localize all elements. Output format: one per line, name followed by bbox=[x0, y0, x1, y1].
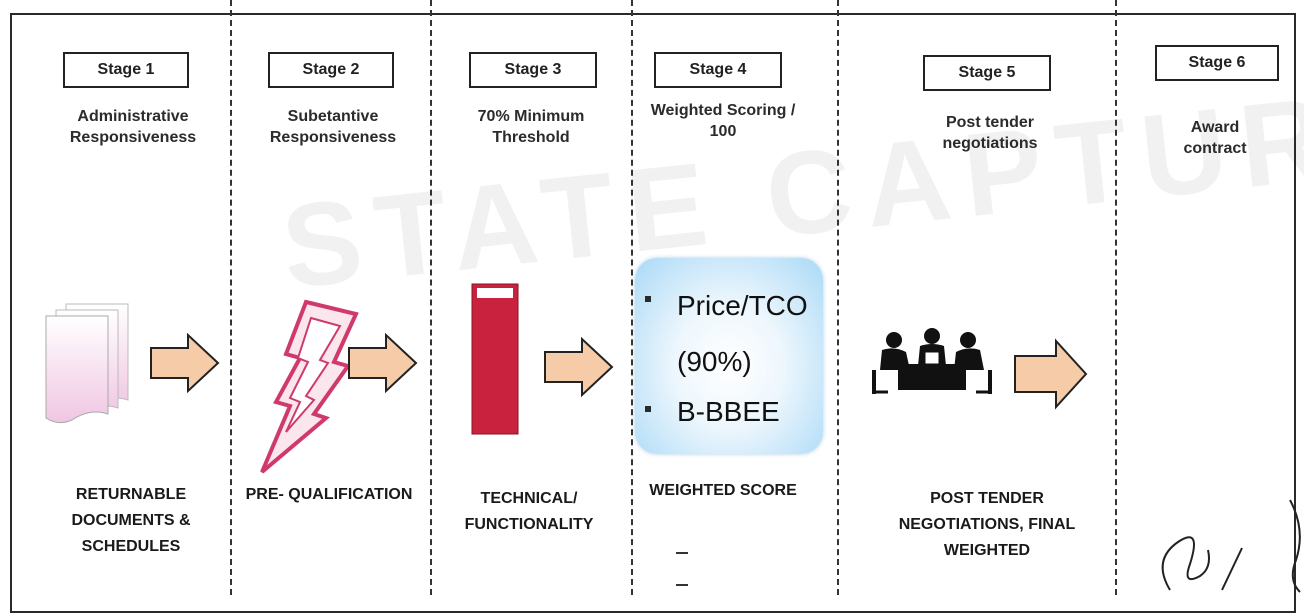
dash-mark bbox=[676, 552, 688, 554]
arrow-right-icon bbox=[544, 336, 614, 398]
stage-1-outcome: RETURNABLE DOCUMENTS & SCHEDULES bbox=[71, 486, 191, 555]
stage-4-box: Stage 4 bbox=[654, 52, 782, 88]
stage-6-box: Stage 6 bbox=[1155, 45, 1279, 81]
stage-3-box: Stage 3 bbox=[469, 52, 597, 88]
stage-4-outcome: WEIGHTED SCORE bbox=[649, 482, 797, 499]
signature-mark bbox=[1161, 499, 1301, 593]
stage-2-outcome: PRE- QUALIFICATION bbox=[245, 486, 413, 503]
bullet-icon bbox=[645, 406, 651, 412]
weighted-scoring-card: Price/TCO (90%) B-BBEE bbox=[635, 258, 823, 454]
card-bbbee: B-BBEE bbox=[677, 396, 780, 427]
arrow-right-icon bbox=[348, 332, 418, 394]
stage-2-box: Stage 2 bbox=[268, 52, 394, 88]
stage-2-subtitle: Subetantive Responsiveness bbox=[269, 108, 397, 146]
stage-5-subtitle: Post tender negotiations bbox=[942, 114, 1038, 152]
column-divider bbox=[230, 0, 232, 595]
stage-5-outcome: POST TENDER NEGOTIATIONS, FINAL WEIGHTED bbox=[898, 490, 1076, 559]
stage-4-subtitle: Weighted Scoring / 100 bbox=[650, 102, 796, 140]
stage-5-box: Stage 5 bbox=[923, 55, 1051, 91]
meeting-table-icon bbox=[872, 328, 992, 394]
document-stack-icon bbox=[45, 303, 129, 424]
stage-3-outcome: TECHNICAL/ FUNCTIONALITY bbox=[464, 490, 594, 533]
dash-mark bbox=[676, 584, 688, 586]
threshold-bar-icon bbox=[471, 283, 519, 435]
stage-1-subtitle: Administrative Responsiveness bbox=[69, 108, 197, 146]
arrow-right-icon bbox=[150, 332, 220, 394]
card-price-tco: Price/TCO bbox=[677, 290, 808, 321]
column-divider bbox=[1115, 0, 1117, 595]
stage-3-subtitle: 70% Minimum Threshold bbox=[477, 108, 585, 146]
stage-6-subtitle: Award contract bbox=[1183, 119, 1247, 157]
bullet-icon bbox=[645, 296, 651, 302]
stage-1-box: Stage 1 bbox=[63, 52, 189, 88]
lightning-bolt-icon bbox=[260, 299, 359, 474]
column-divider bbox=[837, 0, 839, 595]
column-divider bbox=[631, 0, 633, 595]
arrow-right-icon bbox=[1014, 338, 1088, 410]
card-percentage: (90%) bbox=[677, 346, 752, 377]
column-divider bbox=[430, 0, 432, 595]
